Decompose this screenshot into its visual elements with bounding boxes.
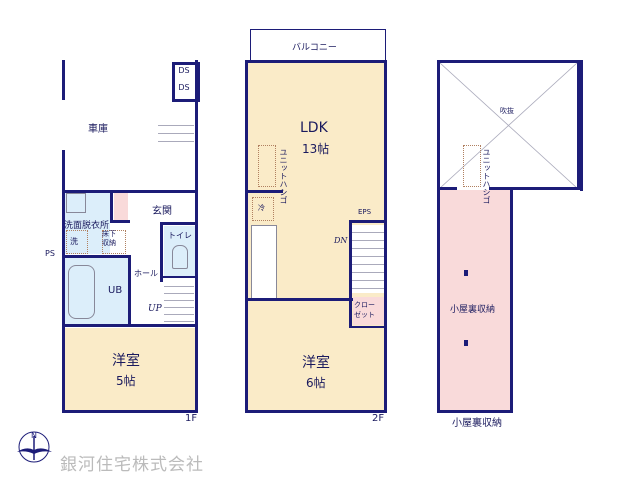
fridge-label: 冷: [258, 204, 265, 212]
ladder-label-attic: ユニットハシゴ: [482, 148, 491, 204]
toilet: [164, 226, 195, 276]
up-label: UP: [148, 304, 162, 314]
floor-1f-label: 1F: [185, 413, 198, 424]
kitchen-counter: [251, 225, 277, 299]
balcony: [250, 29, 386, 60]
shoe-storage: [114, 193, 128, 221]
ub-label: UB: [108, 285, 123, 296]
attic-storage-label: 小屋裏収納: [450, 305, 496, 315]
ladder-space-attic: [463, 145, 481, 187]
ds-label-2: DS: [178, 83, 190, 92]
ldk-label: LDK: [300, 120, 328, 136]
void-cross: [440, 63, 577, 188]
bedroom-2f-label: 洋室: [302, 355, 330, 371]
dn-label: DN: [334, 236, 348, 245]
garage-label: 車庫: [88, 124, 108, 135]
company-name: 銀河住宅株式会社: [60, 455, 204, 475]
ps-label: PS: [45, 249, 55, 258]
bathtub: [68, 265, 95, 319]
hall-label: ホール: [134, 269, 158, 278]
ds-label-1: DS: [178, 66, 190, 75]
compass-icon: N: [17, 431, 52, 463]
ldk-size: 13帖: [302, 142, 330, 156]
ladder-space-2f: [258, 145, 276, 187]
under-floor-storage: [102, 230, 126, 254]
attic-storage: [440, 190, 510, 410]
washroom-label: 洗面脱衣所: [64, 221, 110, 231]
north-label: N: [31, 431, 37, 440]
stairs-1f: [164, 280, 194, 322]
toilet-label: トイレ: [168, 231, 192, 240]
balcony-label: バルコニー: [292, 43, 337, 53]
bedroom-1f-label: 洋室: [112, 353, 140, 369]
bedroom-2f-size: 6帖: [306, 376, 326, 390]
bedroom-1f-size: 5帖: [116, 374, 136, 388]
ladder-label-2f: ユニットハシゴ: [279, 148, 288, 204]
entrance-label: 玄関: [152, 206, 172, 217]
stairs-2f: [351, 225, 384, 293]
attic-floor-label: 小屋裏収納: [452, 418, 502, 429]
bedroom-1f: [64, 328, 195, 411]
closet-label: クロー ゼット: [354, 301, 375, 319]
ds-box: [172, 62, 200, 102]
fridge-space: [252, 197, 274, 221]
void-label: 吹抜: [500, 107, 514, 115]
floor-2f-label: 2F: [372, 413, 385, 424]
washer-space: [66, 230, 88, 254]
under-floor-label: 床下 収納: [102, 230, 116, 247]
closet: [353, 297, 384, 325]
eps-label: EPS: [358, 208, 372, 216]
toilet-bowl: [172, 245, 188, 269]
washer-label: 洗: [70, 237, 78, 246]
outside-steps: [158, 118, 194, 148]
sink: [66, 193, 86, 213]
